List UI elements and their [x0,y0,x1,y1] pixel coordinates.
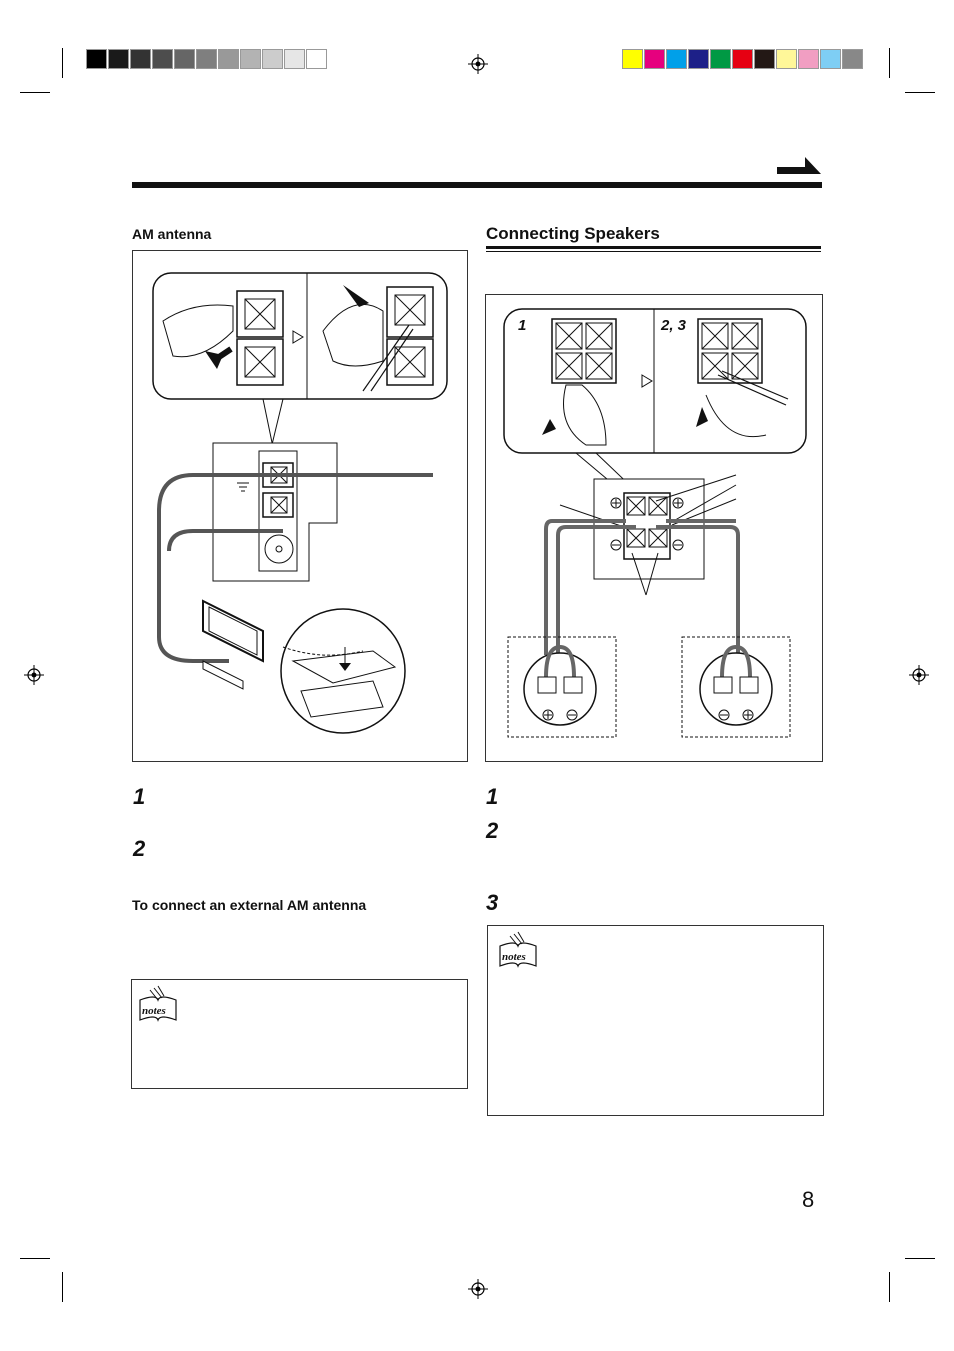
color-swatch [218,49,239,69]
color-swatch [666,49,687,69]
speaker-figure: 1 2, 3 [485,294,823,762]
color-swatch [196,49,217,69]
color-swatch [262,49,283,69]
color-swatch [108,49,129,69]
color-swatch [240,49,261,69]
am-antenna-figure [132,250,468,762]
color-swatch [842,49,863,69]
speaker-illustration [503,308,807,738]
color-swatch [86,49,107,69]
step-2-number: 2 [486,818,499,843]
color-swatch [820,49,841,69]
notes-box-left: notes [131,979,468,1089]
color-swatch [732,49,753,69]
color-swatch [152,49,173,69]
am-antenna-label: AM antenna [132,226,212,242]
color-swatch [710,49,731,69]
step-3-number: 3 [486,890,499,915]
color-swatch [644,49,665,69]
color-swatch [622,49,643,69]
crop-mark [62,1272,63,1302]
heading-rule [486,246,821,249]
color-swatch [306,49,327,69]
continue-arrow-icon [777,157,821,174]
registration-mark-bottom [468,1279,488,1299]
header-rule [132,182,822,188]
color-swatch [798,49,819,69]
external-antenna-label: To connect an external AM antenna [132,897,367,913]
color-swatch [284,49,305,69]
figure-label-step23: 2, 3 [661,317,687,334]
notes-icon: notes [499,931,537,968]
step-2-number: 2 [133,836,146,861]
registration-mark-top [468,54,488,74]
registration-mark-right [909,665,929,685]
step-1-number: 1 [133,784,146,809]
notes-icon: notes [139,985,177,1022]
am-antenna-illustration [152,272,448,734]
crop-mark [889,48,890,78]
color-swatch [130,49,151,69]
color-swatch [776,49,797,69]
notes-icon-word: notes [502,951,526,963]
figure-label-step1: 1 [518,317,527,334]
crop-mark [905,1258,935,1259]
heading-rule-thin [486,251,821,252]
registration-mark-left [24,665,44,685]
crop-mark [889,1272,890,1302]
color-swatch [688,49,709,69]
crop-mark [905,92,935,93]
connecting-speakers-heading: Connecting Speakers [486,224,660,243]
page-number: 8 [802,1187,815,1212]
step-1-number: 1 [486,784,499,809]
notes-box-right: notes [487,925,824,1116]
crop-mark [20,1258,50,1259]
crop-mark [20,92,50,93]
color-swatch [174,49,195,69]
color-swatch [754,49,775,69]
notes-icon-word: notes [142,1005,166,1017]
crop-mark [62,48,63,78]
